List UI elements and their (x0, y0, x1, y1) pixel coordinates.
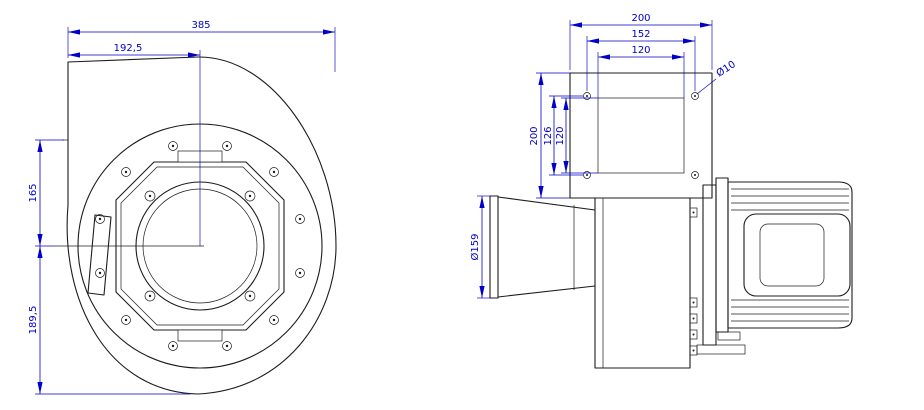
dim-text-flange-width: 200 (631, 13, 650, 24)
adapter-foot (696, 344, 746, 355)
side-view-dimensions-top: 200 152 120 Ø10 (569, 13, 738, 98)
inlet-tube-mark (87, 214, 112, 296)
bolt-hole (168, 141, 178, 151)
bolt-hole (295, 268, 305, 278)
dim-text-upper-height: 165 (28, 183, 39, 202)
bolt-hole-center (124, 318, 128, 322)
octagon-corner-holes (144, 190, 256, 302)
clip (689, 207, 698, 218)
bolt-hole-center (124, 170, 128, 174)
dim-text-flange-height: 200 (529, 126, 540, 145)
clip (689, 313, 698, 324)
dim-text-lower-height: 189,5 (28, 306, 39, 335)
clip-bolt (692, 301, 695, 304)
clip (689, 329, 698, 340)
bolt-hole (95, 214, 105, 224)
bolt-hole-center (171, 144, 175, 148)
motor-cooling-fins (731, 188, 849, 322)
outlet-opening (597, 97, 685, 174)
bolt-hole-center (298, 271, 302, 275)
bolt-hole (121, 167, 131, 177)
bolt-hole (95, 268, 105, 278)
bolt-hole-center (171, 344, 175, 348)
dim-text-center-offset: 192,5 (114, 43, 143, 54)
bolt-hole-center (225, 344, 229, 348)
bolt-hole-center (272, 318, 276, 322)
bottom-clip (177, 329, 223, 342)
dim-text-inlet-dia: Ø159 (469, 234, 481, 261)
corner-hole (144, 190, 156, 202)
bolt-hole-center (98, 271, 102, 275)
casing-side (594, 197, 691, 369)
dim-text-bolt-spacing-v: 126 (543, 126, 554, 145)
bolt-circle-holes (95, 141, 305, 351)
bolt-hole (222, 341, 232, 351)
motor-terminal-box (759, 223, 825, 287)
motor-foot (717, 331, 741, 341)
bolt-hole (121, 315, 131, 325)
corner-hole-center (248, 194, 252, 198)
bolt-hole (168, 341, 178, 351)
inlet-flange-ring (489, 195, 499, 299)
clip-bolt (692, 317, 695, 320)
flange-hole (583, 171, 591, 179)
flange-hole (691, 92, 699, 100)
bolt-hole-center (298, 217, 302, 221)
inlet-cone-top (497, 196, 596, 211)
motor-body (727, 181, 853, 329)
corner-hole (244, 290, 256, 302)
inlet-cone-bottom (497, 285, 596, 298)
bolt-hole (222, 141, 232, 151)
dim-text-total-width: 385 (191, 20, 210, 31)
bolt-hole-center (272, 170, 276, 174)
front-view: 385 192,5 165 189,5 (28, 20, 337, 395)
corner-hole (244, 190, 256, 202)
side-view-dimensions-left: 200 126 120 (529, 72, 598, 199)
clip-bolt (692, 333, 695, 336)
flange-hole-center (586, 174, 588, 176)
side-view: 200 152 120 Ø10 200 126 120 (469, 13, 853, 369)
flange-hole (583, 92, 591, 100)
dim-text-bolt-hole-dia: Ø10 (714, 58, 738, 79)
mounting-octagon-inner (120, 166, 280, 326)
casing-clips (689, 207, 698, 356)
dim-text-opening-width: 120 (631, 45, 650, 56)
side-view-dimension-inlet: Ø159 (469, 195, 492, 299)
dim-text-opening-height: 120 (555, 126, 566, 145)
mounting-octagon (115, 161, 285, 331)
flange-hole (691, 171, 699, 179)
bolt-hole (269, 315, 279, 325)
clip-bolt (692, 349, 695, 352)
volute-casing-outline (66, 56, 337, 395)
flange-hole-center (586, 95, 588, 97)
leader-line-bolt-hole (696, 78, 717, 95)
bolt-hole-center (98, 217, 102, 221)
flange-bolt-holes (583, 92, 699, 179)
flange-hole-center (694, 95, 696, 97)
clip-bolt (692, 211, 695, 214)
corner-hole (144, 290, 156, 302)
outlet-flange-plate (569, 72, 713, 199)
bolt-hole (269, 167, 279, 177)
corner-hole-center (148, 194, 152, 198)
motor-adapter-plate (702, 184, 717, 346)
front-view-dimensions: 385 192,5 165 189,5 (28, 20, 336, 395)
bolt-hole (295, 214, 305, 224)
corner-hole-center (248, 294, 252, 298)
dim-text-bolt-spacing-h: 152 (631, 29, 650, 40)
corner-hole-center (148, 294, 152, 298)
bolt-hole-center (225, 144, 229, 148)
motor-flange (715, 177, 729, 333)
flange-hole-center (694, 174, 696, 176)
clip (689, 297, 698, 308)
motor-frame-band (743, 213, 851, 297)
